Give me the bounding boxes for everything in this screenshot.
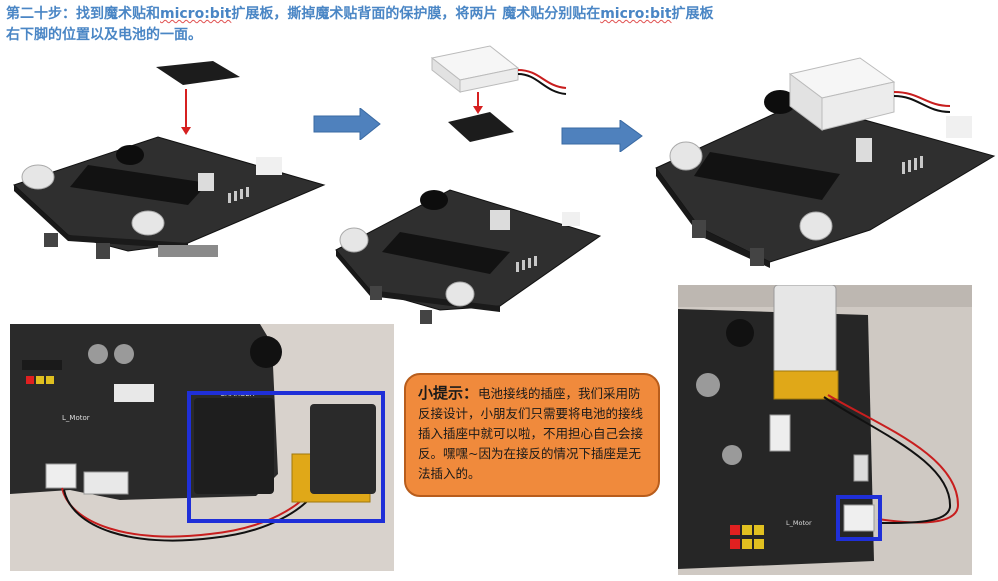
photo-board-velcro: CHARGER L_Motor <box>10 324 394 571</box>
microbit-term-2: micro:bit <box>600 6 671 22</box>
microbit-term-1: micro:bit <box>160 6 231 22</box>
instruction-line-1-b: 扩展板，撕掉魔术贴背面的保护膜，将两片 魔术贴分别贴在 <box>231 6 600 22</box>
instruction-line-1: 第二十步：找到魔术贴和micro:bit扩展板，撕掉魔术贴背面的保护膜，将两片 … <box>6 4 966 25</box>
velcro-on-battery-icon <box>310 404 376 494</box>
l-motor-label-right: L_Motor <box>786 519 812 527</box>
render-step-1 <box>8 55 338 270</box>
photo-battery-connector: L_Motor <box>678 285 972 575</box>
velcro-on-board-icon <box>194 398 274 494</box>
instruction-line-1-c: 扩展板 <box>672 6 714 22</box>
instruction-line-1-a: 第二十步：找到魔术贴和 <box>6 6 160 22</box>
l-motor-label: L_Motor <box>62 414 90 422</box>
velcro-pad-icon <box>156 61 240 85</box>
render-step-3 <box>650 52 998 270</box>
tip-label: 小提示： <box>418 384 478 402</box>
render-step-2 <box>330 40 620 330</box>
next-step-arrow-2 <box>560 120 644 152</box>
tip-callout: 小提示：电池接线的插座，我们采用防反接设计，小朋友们只需要将电池的接线插入插座中… <box>404 373 660 497</box>
